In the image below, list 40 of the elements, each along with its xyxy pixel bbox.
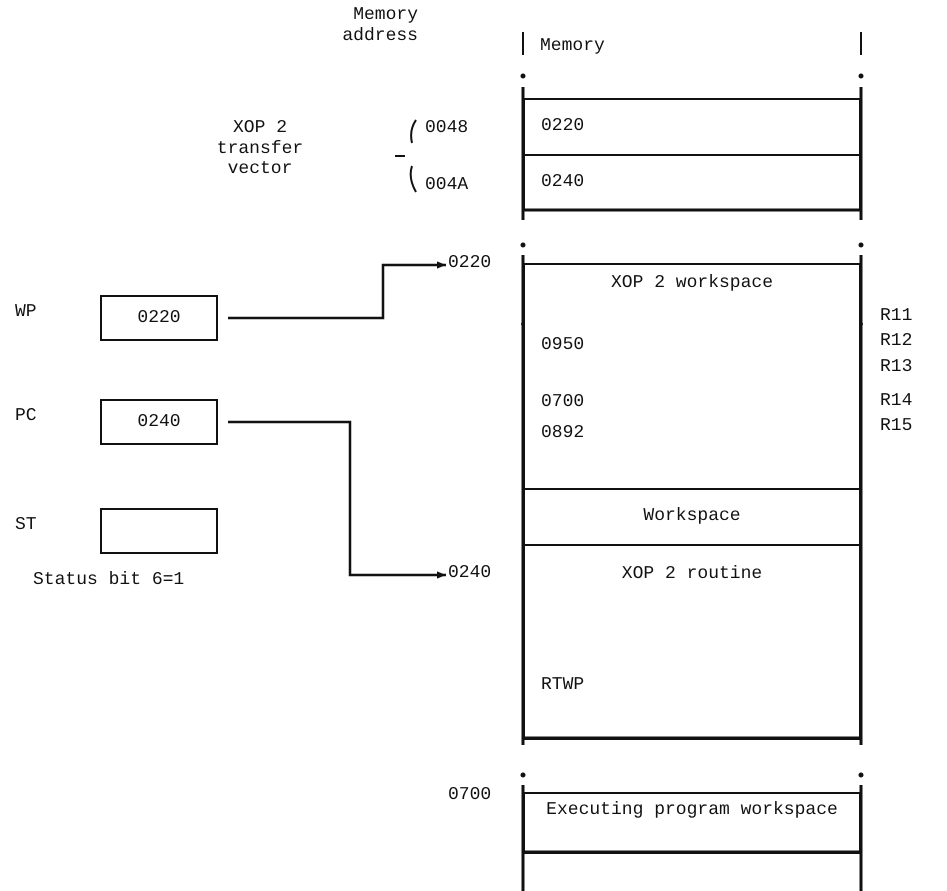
register-value: 0892 [541, 423, 584, 444]
register-name: ST [15, 515, 37, 536]
memory-cell [522, 98, 862, 156]
cell-text: XOP 2 routine [620, 564, 764, 585]
cell-text: Executing program workspace [545, 800, 839, 821]
address-label: 0048 [425, 118, 468, 139]
address-label: 0700 [448, 785, 492, 806]
cell-text: 0240 [541, 172, 584, 193]
register-label: R12 [880, 331, 912, 352]
column-heading: Memory [540, 36, 605, 57]
cell-text: 0220 [136, 308, 182, 328]
arrow [228, 420, 446, 579]
memory-cell [522, 263, 862, 490]
memory-cell [522, 544, 862, 740]
register-value: 0700 [541, 392, 584, 413]
register-name: WP [15, 302, 37, 323]
register-box [100, 295, 218, 341]
register-value: 0950 [541, 335, 584, 356]
register-label: R14 [880, 391, 912, 412]
register-label: R11 [880, 306, 912, 327]
memory-cell [522, 792, 862, 854]
memory-cell [522, 154, 862, 211]
address-label: 0220 [448, 253, 492, 274]
memory-cell [522, 488, 862, 546]
register-name: PC [15, 406, 37, 427]
cell-text: Workspace [642, 506, 742, 527]
register-box [100, 399, 218, 445]
address-label: 004A [425, 175, 468, 196]
column-heading: Memory address [341, 5, 418, 46]
address-label: 0240 [448, 563, 492, 584]
register-value: RTWP [541, 675, 584, 696]
arrow [228, 261, 446, 320]
cell-text: 0220 [541, 116, 584, 137]
status-note: Status bit 6=1 [33, 570, 184, 591]
register-box [100, 508, 218, 554]
cell-text: XOP 2 workspace [610, 273, 774, 294]
cell-text: 0240 [136, 412, 182, 432]
vector-label: XOP 2 transfer vector [216, 118, 304, 180]
register-label: R13 [880, 357, 912, 378]
register-label: R15 [880, 416, 912, 437]
